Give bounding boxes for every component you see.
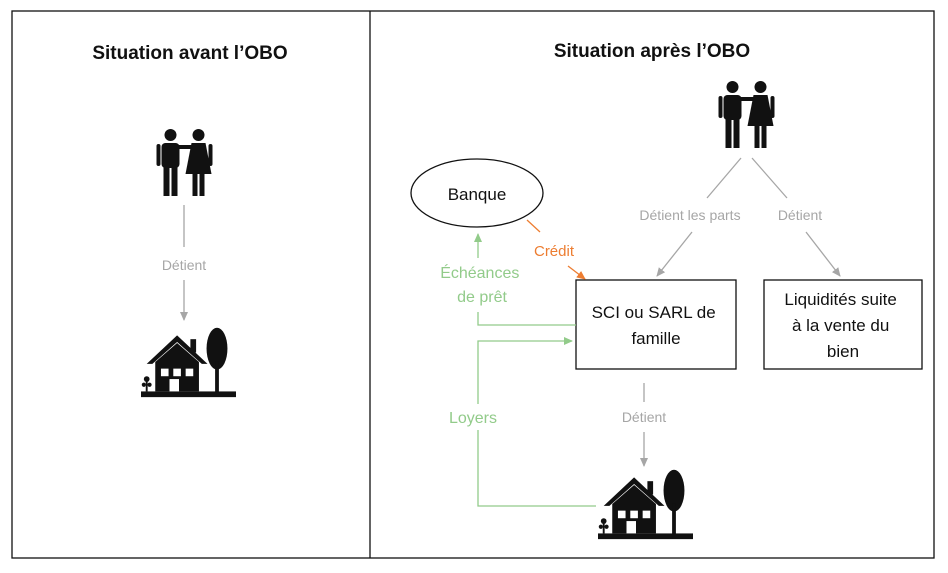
left-edge-label: Détient [162, 257, 206, 273]
house-icon [141, 327, 236, 398]
right-panel: Situation après l’OBO Banque SCI ou SARL… [410, 41, 923, 540]
outer-frame [11, 10, 935, 559]
bank-label: Banque [448, 185, 507, 204]
rent-edge-upper [477, 337, 573, 404]
credit-edge-top [526, 219, 541, 233]
company-node [575, 279, 737, 370]
company-label: SCI ou SARL de famille [592, 303, 721, 348]
parts-edge-label: Détient les parts [639, 207, 740, 223]
loan-label: Échéances de prêt [440, 263, 524, 306]
couple-icon [156, 129, 213, 196]
cash-label: Liquidités suite à la vente du bien [784, 290, 901, 361]
credit-label: Crédit [534, 243, 575, 260]
cash-edge-arrow [805, 231, 841, 277]
couple-icon [718, 81, 775, 148]
rent-label: Loyers [449, 410, 497, 427]
left-panel: Situation avant l’OBO Détient [92, 43, 288, 398]
parts-edge-top [706, 157, 742, 199]
credit-edge-arrow [567, 265, 586, 280]
cash-edge-label: Détient [778, 207, 822, 223]
rent-edge-lower [477, 430, 596, 507]
right-title: Situation après l’OBO [554, 41, 750, 62]
parts-edge-arrow [656, 231, 693, 277]
left-title: Situation avant l’OBO [92, 43, 287, 64]
house-icon [598, 469, 693, 540]
house-edge-label: Détient [622, 409, 666, 425]
cash-edge-top [751, 157, 788, 199]
loan-edge-bottom [477, 312, 576, 326]
bank-node [410, 158, 544, 228]
cash-node [763, 279, 923, 370]
